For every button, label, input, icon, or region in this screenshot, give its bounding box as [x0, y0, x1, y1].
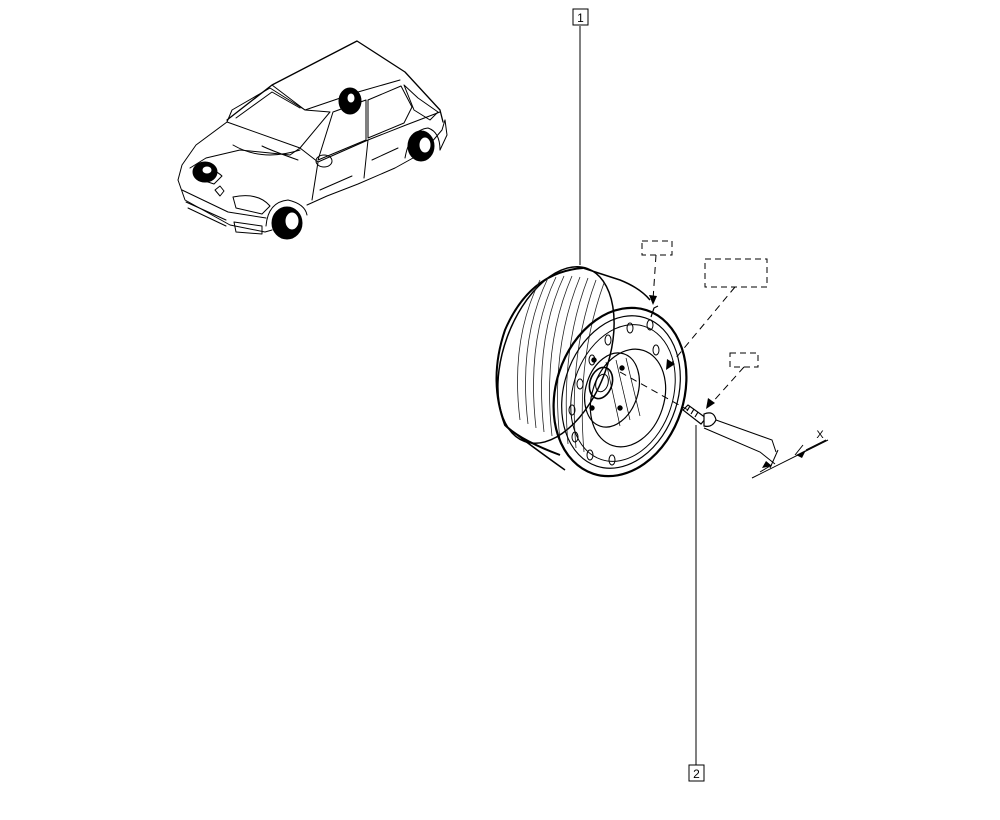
- steel-wheel-rim: [495, 265, 688, 478]
- reference-box-top: [641, 240, 673, 256]
- callout-label-1: 1: [577, 11, 584, 25]
- reference-boxes: [641, 240, 768, 368]
- callout-1: 1: [572, 8, 589, 26]
- dimension-arrows: [762, 450, 806, 468]
- dimension-x-label: X: [816, 429, 824, 441]
- dimension-x: [703, 419, 829, 479]
- dashed-leaders: [619, 254, 745, 411]
- callout-2: 2: [688, 764, 705, 782]
- leader-arrows: [649, 295, 715, 409]
- callout-label-2: 2: [693, 767, 700, 781]
- car-illustration: [177, 40, 448, 240]
- reference-box-right: [729, 352, 759, 368]
- wheel-bolt: [682, 404, 717, 427]
- callout-leaders: [579, 26, 697, 765]
- reference-box-large: [704, 258, 768, 288]
